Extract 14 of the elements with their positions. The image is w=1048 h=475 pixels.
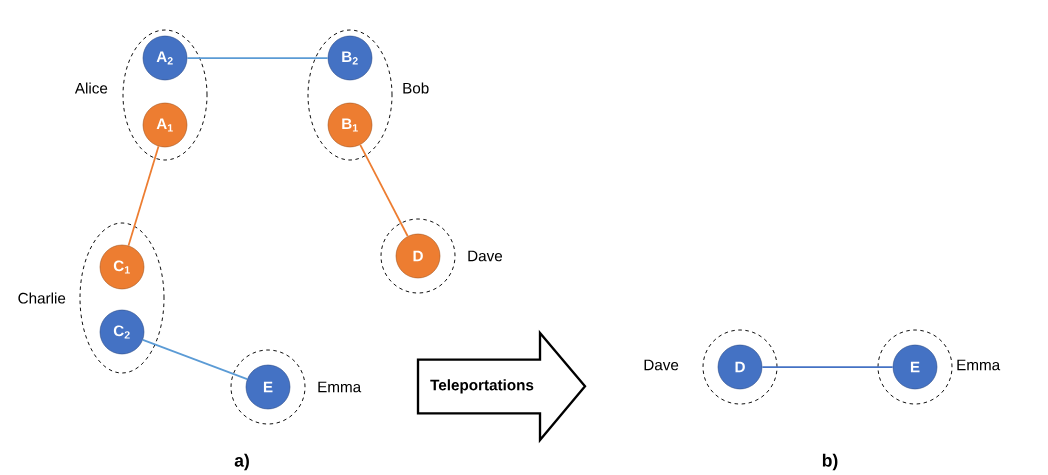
link-line (761, 366, 894, 368)
node-label: Emma (957, 359, 1001, 371)
link-line (186, 57, 329, 59)
node-label: Dave (468, 250, 503, 262)
node-label: Bob (403, 82, 429, 94)
link-line (359, 143, 409, 238)
node-label: Alice (74, 82, 108, 94)
node-label: Emma (318, 381, 362, 393)
link-line (142, 339, 249, 381)
node-label: Dave (644, 359, 679, 371)
node-label: Charlie (18, 292, 66, 304)
panel-label: a) (234, 453, 249, 471)
panel-label: b) (822, 453, 838, 471)
link-line (127, 145, 160, 247)
